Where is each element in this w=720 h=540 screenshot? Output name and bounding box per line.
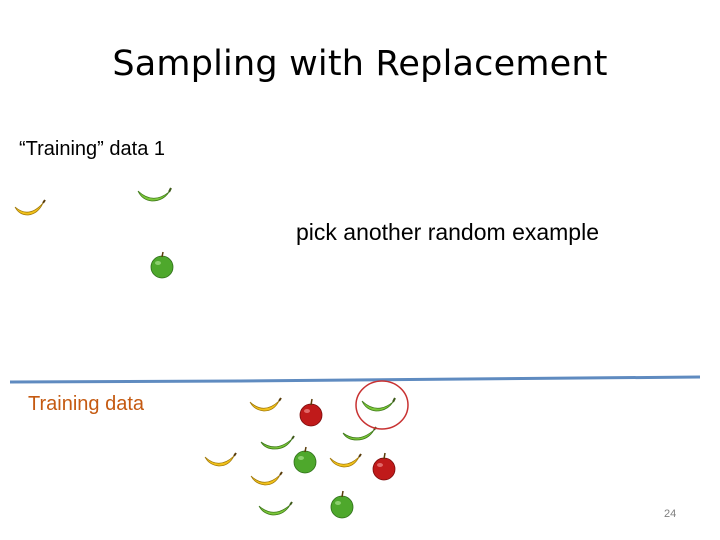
training-banana-icon	[250, 471, 283, 486]
training-banana-icon	[361, 397, 396, 412]
slide-title: Sampling with Replacement	[112, 44, 608, 84]
training-apple-icon	[299, 398, 323, 427]
selection-circle-icon	[355, 380, 409, 430]
training-apple-icon	[330, 490, 354, 519]
sample-subtitle: “Training” data 1	[19, 138, 165, 160]
divider-line	[9, 375, 701, 384]
page-number: 24	[664, 508, 677, 520]
sample-banana-icon	[137, 187, 172, 202]
training-data-label: Training data	[28, 393, 144, 415]
sample-banana-icon	[14, 199, 46, 216]
training-banana-icon	[329, 453, 362, 468]
pick-caption: pick another random example	[296, 219, 599, 245]
training-apple-icon	[293, 446, 317, 474]
training-banana-icon	[204, 452, 237, 467]
training-banana-icon	[249, 397, 282, 412]
sample-apple-icon	[150, 251, 174, 279]
training-apple-icon	[372, 452, 396, 481]
training-banana-icon	[258, 501, 293, 516]
training-banana-icon	[260, 435, 295, 450]
